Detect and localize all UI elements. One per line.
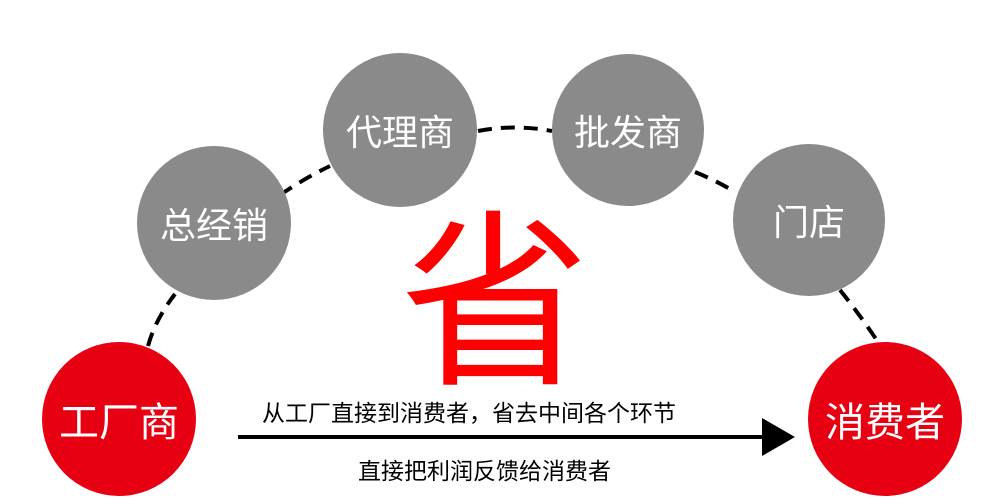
node-consumer-label: 消费者 (825, 400, 945, 446)
node-factory-label: 工厂商 (59, 400, 179, 446)
node-general-distributor: 总经销 (137, 146, 291, 300)
node-factory: 工厂商 (42, 342, 196, 496)
node-consumer: 消费者 (808, 342, 962, 496)
node-wholesaler: 批发商 (552, 54, 704, 206)
center-character: 省 (399, 194, 590, 415)
arrow-caption-bottom: 直接把利润反馈给消费者 (358, 459, 611, 485)
node-wholesaler-label: 批发商 (573, 113, 682, 154)
node-general-distributor-label: 总经销 (159, 206, 268, 247)
node-store: 门店 (733, 144, 885, 296)
arrow-head (762, 418, 795, 456)
dashed-connector-distributor-agent (278, 164, 331, 197)
arrow-caption-top: 从工厂直接到消费者，省去中间各个环节 (262, 401, 676, 427)
node-agent: 代理商 (323, 53, 477, 207)
dashed-connector-factory-distributor (146, 292, 177, 347)
dashed-connector-agent-wholesaler (477, 125, 553, 133)
node-store-label: 门店 (772, 203, 845, 244)
dashed-connector-store-consumer (838, 288, 880, 344)
node-agent-label: 代理商 (345, 113, 454, 154)
dashed-connector-wholesaler-store (694, 170, 737, 194)
